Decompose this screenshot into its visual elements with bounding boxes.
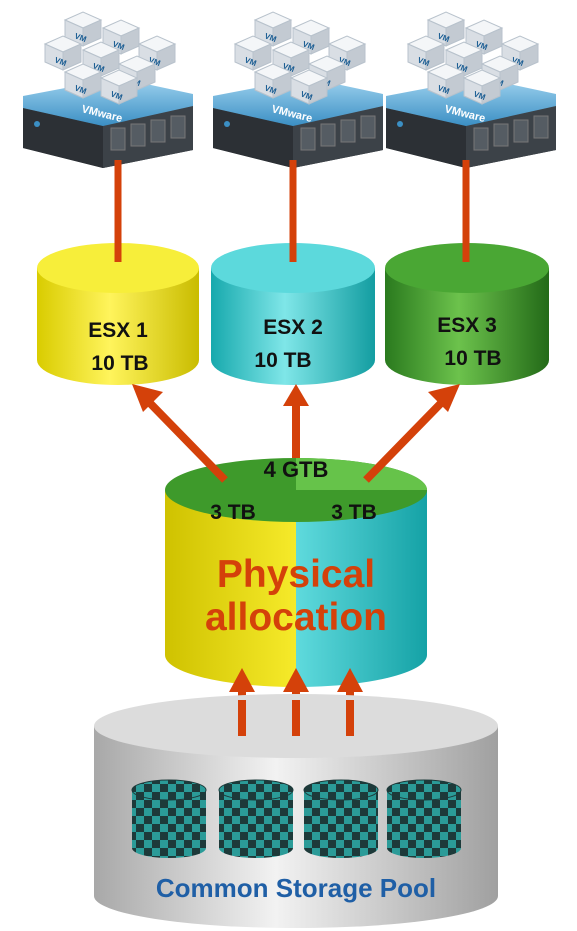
vm-cube-icon: VM	[289, 69, 329, 105]
pool-disk-icon	[386, 779, 462, 858]
svg-text:VM: VM	[53, 55, 68, 68]
pool-disk-icon	[218, 779, 294, 858]
physical-left-label: 3 TB	[210, 501, 256, 524]
vm-cube-icon: VM	[480, 55, 520, 91]
esx-datastore-1[interactable]: ESX 1 10 TB	[37, 228, 199, 385]
common-storage-pool[interactable]: Common Storage Pool	[94, 694, 498, 928]
svg-text:VM: VM	[73, 31, 88, 44]
arrow-to-esx-1	[132, 384, 163, 412]
pool-disk-icon	[303, 779, 379, 858]
esx-3-capacity: 10 TB	[444, 347, 501, 370]
vm-cube-icon: VM	[500, 35, 540, 71]
server-front-panel	[386, 108, 466, 168]
svg-text:VM: VM	[243, 55, 258, 68]
vm-cube-icon: VM	[43, 35, 83, 71]
svg-text:VM: VM	[263, 83, 278, 96]
vm-cube-icon: VM	[464, 19, 504, 55]
svg-text:VM: VM	[472, 89, 487, 102]
pool-disk-icon	[131, 779, 207, 858]
power-led-icon	[34, 121, 40, 127]
vm-cube-icon: VM	[137, 35, 177, 71]
esx-2-capacity: 10 TB	[254, 349, 311, 372]
physical-top-label: 4 GTB	[264, 457, 329, 482]
svg-text:VM: VM	[109, 89, 124, 102]
vm-cube-icon: VM	[253, 63, 293, 99]
physical-allocation-cylinder[interactable]: 4 GTB 3 TB 3 TB Physical allocation	[165, 457, 427, 687]
svg-text:VM: VM	[416, 55, 431, 68]
svg-text:VM: VM	[263, 31, 278, 44]
esx-datastore-3[interactable]: ESX 3 10 TB	[385, 228, 549, 385]
physical-right-label: 3 TB	[331, 501, 377, 524]
server-front-panel	[213, 108, 293, 168]
svg-text:VM: VM	[436, 31, 451, 44]
pool-label: Common Storage Pool	[156, 873, 436, 903]
esx-1-name: ESX 1	[88, 319, 148, 342]
svg-text:VM: VM	[73, 83, 88, 96]
esx-datastore-2[interactable]: ESX 2 10 TB	[211, 228, 375, 385]
esx-2-name: ESX 2	[263, 316, 323, 339]
vm-cube-icon: VM	[426, 63, 466, 99]
power-led-icon	[224, 121, 230, 127]
vm-cube-icon: VM	[406, 35, 446, 71]
vm-cube-icon: VM	[63, 11, 103, 47]
arrow-to-esx-2	[283, 384, 309, 406]
svg-text:VM: VM	[436, 83, 451, 96]
vm-cube-icon: VM	[426, 11, 466, 47]
server-front-panel	[23, 108, 103, 168]
power-led-icon	[397, 121, 403, 127]
physical-title-line2: allocation	[205, 596, 387, 639]
vm-cube-icon: VM	[462, 69, 502, 105]
vm-cube-icon: VM	[99, 69, 139, 105]
esx-1-capacity: 10 TB	[91, 352, 148, 375]
physical-title-line1: Physical	[217, 553, 375, 596]
esx-3-name: ESX 3	[437, 314, 497, 337]
arrow-to-esx-3	[428, 384, 460, 412]
svg-text:VM: VM	[299, 89, 314, 102]
allocation-arrows	[132, 384, 460, 483]
vm-cube-icon: VM	[233, 35, 273, 71]
vm-cube-icon: VM	[63, 63, 103, 99]
